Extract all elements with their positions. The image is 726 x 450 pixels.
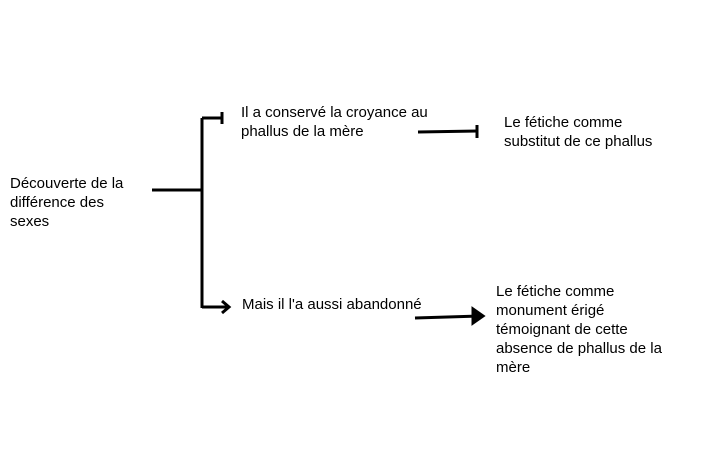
result-bottom-line: absence de phallus de la	[496, 340, 662, 357]
result-bottom-line: mère	[496, 359, 531, 376]
result-bottom-line: Le fétiche comme	[496, 283, 615, 300]
root-node: Découverte de la différence des sexes	[10, 174, 123, 231]
arrow-to-bottom-result	[414, 314, 481, 320]
result-bottom-line: monument érigé	[496, 302, 605, 319]
result-top-node: Le fétiche comme substitut de ce phallus	[504, 113, 652, 151]
result-top-line: Le fétiche comme	[504, 114, 623, 131]
arrow-head-bottom-result	[471, 306, 486, 326]
branch-top-node: Il a conservé la croyance au phallus de …	[241, 103, 428, 141]
result-bottom-line: témoignant de cette	[496, 321, 628, 338]
root-line: sexes	[10, 213, 50, 230]
arrow-head-bottom-branch	[221, 299, 232, 315]
result-top-line: substitut de ce phallus	[504, 133, 653, 150]
branch-bottom-line: Mais il l'a aussi abandonné	[242, 296, 422, 313]
root-line: différence des	[10, 194, 104, 211]
root-line: Découverte de la	[10, 175, 124, 192]
branch-bottom-node: Mais il l'a aussi abandonné	[242, 295, 422, 314]
branch-top-line: phallus de la mère	[241, 123, 364, 140]
branch-top-line: Il a conservé la croyance au	[241, 104, 428, 121]
result-bottom-node: Le fétiche comme monument érigé témoigna…	[496, 282, 662, 377]
arrow-to-top-result	[417, 129, 479, 134]
